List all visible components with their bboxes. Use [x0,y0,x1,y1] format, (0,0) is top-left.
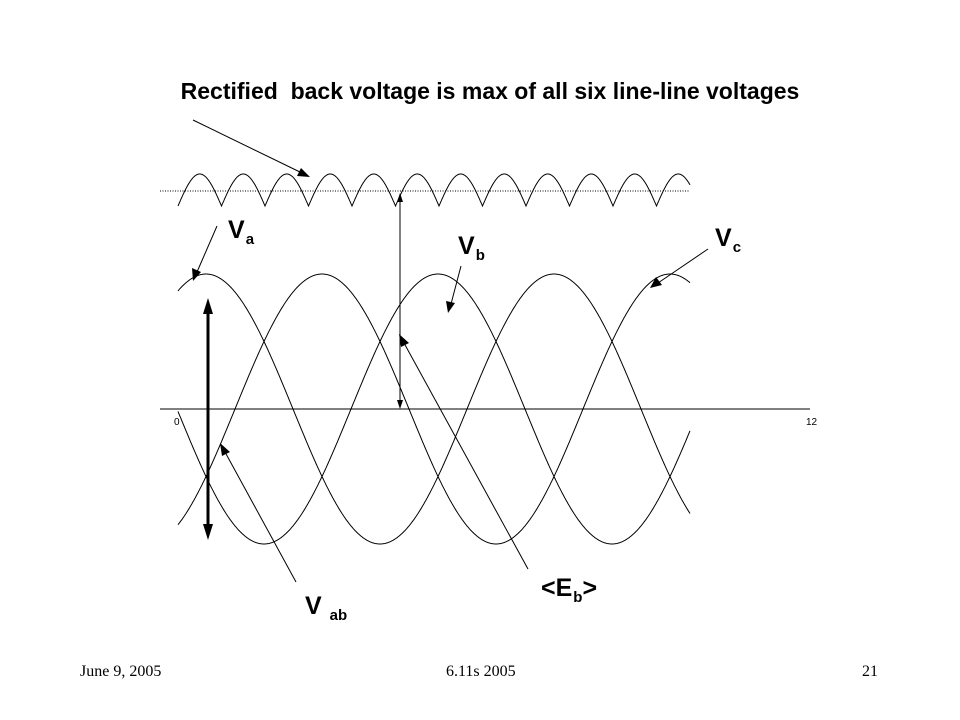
axis-tick-end: 12 [806,417,818,428]
eb-arrowhead-top [397,193,403,202]
label-vc: Vc [715,224,742,256]
label-eb: <Eb> [541,574,598,606]
vab-arrowhead-bottom [203,524,213,540]
eb-pointer-arrow [399,334,529,570]
vc-pointer-arrow [650,248,709,288]
vb-pointer-arrow [446,265,462,313]
rectified-envelope-curve [177,173,691,208]
label-vb: Vb [458,232,485,264]
eb-arrowhead-bottom [397,400,403,409]
axis-tick-start: 0 [174,417,180,428]
footer-course: 6.11s 2005 [446,663,516,680]
vab-pointer-arrow [220,443,297,583]
footer-date: June 9, 2005 [80,663,162,680]
label-vab: V ab [305,592,348,624]
phase-b-wave [177,273,691,545]
phase-c-wave [177,273,691,545]
va-pointer-arrow [192,225,218,281]
vab-arrowhead-top [203,298,213,314]
footer-page-number: 21 [862,663,878,680]
phase-a-wave [177,273,691,545]
label-va: Va [228,216,255,248]
slide-title: Rectified back voltage is max of all six… [180,78,800,104]
title-pointer-arrow [192,119,310,177]
